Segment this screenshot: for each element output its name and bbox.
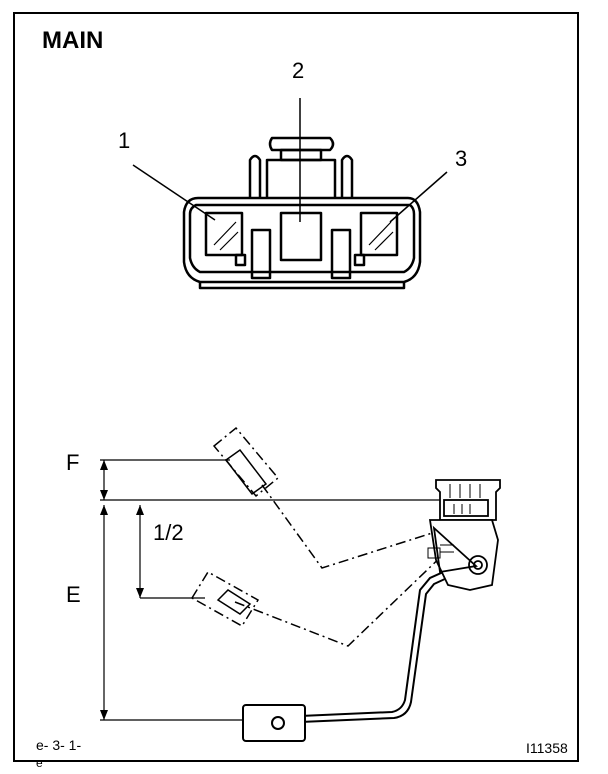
float-arm-positions (190, 426, 451, 647)
connector-body-inner (188, 203, 416, 274)
footer-code-continued: e (36, 756, 43, 770)
label-empty: E (66, 582, 81, 607)
pin-1-leader (132, 164, 216, 221)
diagram-title: MAIN (42, 27, 104, 54)
arm-empty (299, 559, 474, 723)
pin-label-2: 2 (292, 58, 304, 83)
pin-tab-3 (353, 253, 366, 267)
pin-tab-1 (234, 253, 247, 267)
connector-upper-frame (248, 154, 354, 198)
cavity-shade-3 (368, 221, 394, 251)
cavity-shade-1 (213, 221, 239, 251)
dimension-arrows (100, 460, 144, 720)
float-inner-solid (216, 448, 268, 615)
sender-unit (428, 479, 501, 591)
arm-full-dashed (261, 484, 449, 569)
pin-cavity-1 (204, 211, 244, 257)
sender-detail (427, 484, 481, 559)
label-half: 1/2 (153, 520, 184, 545)
connector-skirt (198, 282, 406, 290)
float-full-dashed (212, 426, 280, 498)
float-half-dashed (190, 570, 260, 628)
connector-drawing (182, 136, 422, 290)
pin-label-1: 1 (118, 128, 130, 153)
footer-code: e- 3- 1- (36, 737, 82, 753)
pin-cavity-2 (279, 211, 323, 262)
image-id: I11358 (526, 740, 568, 756)
pin-cavity-3 (359, 211, 399, 257)
dimension-lines (100, 459, 470, 721)
arm-half-dashed (234, 547, 451, 647)
pin-leaders (132, 98, 448, 223)
diagram-frame (13, 12, 579, 762)
label-full: F (66, 450, 79, 475)
lock-rib-right (330, 228, 352, 280)
pin-3-leader (389, 171, 448, 223)
float-empty (242, 704, 306, 742)
connector-latch-neck (279, 148, 323, 162)
lock-rib-left (250, 228, 272, 280)
connector-latch (268, 136, 335, 152)
pin-label-3: 3 (455, 146, 467, 171)
